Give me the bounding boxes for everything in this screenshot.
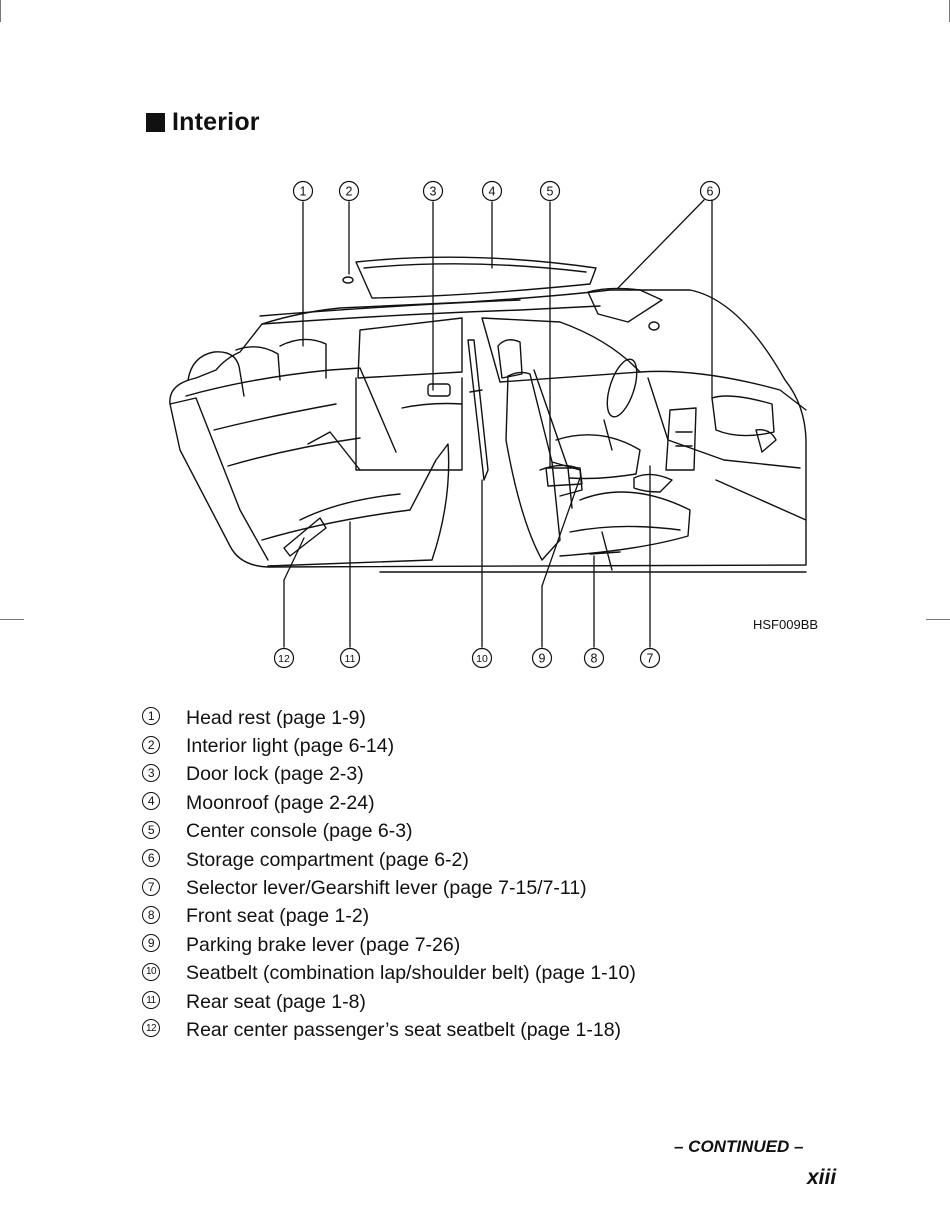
legend-item: 3 Door lock (page 2-3): [142, 761, 636, 789]
callout-circle: [639, 647, 661, 669]
callout-circle: [583, 647, 605, 669]
callout-label: 7: [647, 652, 654, 666]
storage-compartment-shape: [711, 395, 775, 437]
interior-light-shape: [342, 276, 354, 284]
legend-text: Interior light (page 6-14): [186, 735, 395, 758]
callout-leader-lines: [283, 199, 713, 648]
legend-item: 2 Interior light (page 6-14): [142, 732, 636, 760]
legend-number: 3: [142, 763, 160, 782]
rear-seat-shape: [169, 338, 450, 567]
legend-number: 11: [142, 991, 160, 1010]
legend-number: 4: [142, 792, 160, 811]
legend-item: 7 Selector lever/Gearshift lever (page 7-…: [142, 874, 636, 902]
legend-number: 12: [142, 1019, 160, 1038]
callout-label: 11: [345, 653, 356, 665]
section-heading: Interior: [146, 108, 260, 137]
crop-mark-mid-right: [926, 619, 950, 620]
page-number: xiii: [807, 1166, 837, 1189]
crop-mark-mid-left: [0, 619, 24, 620]
callout-circle: [531, 647, 553, 669]
legend-number: 2: [142, 735, 160, 754]
continued-label: – CONTINUED –: [674, 1137, 804, 1156]
legend-number: 1: [142, 707, 160, 726]
callout-circle: [699, 180, 721, 202]
legend-text: Storage compartment (page 6-2): [186, 848, 469, 871]
crop-mark-top-left: [0, 0, 1, 22]
callout-label: 8: [591, 652, 598, 666]
legend-item: 1 Head rest (page 1-9): [142, 704, 636, 732]
callout-circle: [292, 180, 314, 202]
legend-item: 4 Moonroof (page 2-24): [142, 789, 636, 817]
section-title: Interior: [172, 108, 260, 136]
legend-number: 8: [142, 905, 160, 924]
legend-text: Head rest (page 1-9): [186, 706, 366, 729]
callout-circle: [339, 647, 361, 669]
moonroof-panel: [342, 256, 597, 299]
legend-item: 6 Storage compartment (page 6-2): [142, 846, 636, 874]
legend-text: Selector lever/Gearshift lever (page 7-1…: [186, 877, 587, 900]
interior-diagram: 1 2 3 4 5 6 7 8 9 10 11 12: [169, 180, 807, 669]
legend-list: 1 Head rest (page 1-9) 2 Interior light (p…: [142, 704, 636, 1045]
callout-label: 2: [346, 185, 353, 199]
legend-text: Seatbelt (combination lap/shoulder belt)…: [186, 962, 636, 985]
front-seat-shape: [497, 339, 691, 561]
callout-label: 12: [278, 653, 290, 665]
callout-label: 1: [300, 185, 307, 199]
callout-label: 6: [707, 185, 714, 199]
legend-text: Moonroof (page 2-24): [186, 791, 375, 814]
legend-number: 7: [142, 877, 160, 896]
center-console-shape: [545, 467, 583, 487]
callout-label: 10: [476, 653, 488, 665]
legend-item: 8 Front seat (page 1-2): [142, 903, 636, 931]
side-windows: [355, 317, 641, 471]
callout-circle: [471, 647, 493, 669]
door-lock-shape: [427, 383, 451, 397]
legend-number: 10: [142, 962, 160, 981]
legend-text: Door lock (page 2-3): [186, 763, 364, 786]
callout-circle: [539, 180, 561, 202]
callout-circle: [422, 180, 444, 202]
legend-text: Rear center passenger’s seat seatbelt (p…: [186, 1018, 622, 1041]
legend-text: Center console (page 6-3): [186, 820, 413, 843]
legend-item: 12 Rear center passenger’s seat seatbelt …: [142, 1016, 636, 1044]
legend-number: 9: [142, 934, 160, 953]
callout-label: 4: [489, 185, 496, 199]
callout-circle: [481, 180, 503, 202]
dashboard-shape: [587, 287, 807, 521]
legend-text: Parking brake lever (page 7-26): [186, 933, 461, 956]
car-body-outline: [169, 289, 807, 573]
legend-number: 5: [142, 820, 160, 839]
legend-text: Front seat (page 1-2): [186, 905, 370, 928]
legend-number: 6: [142, 849, 160, 868]
section-bullet-icon: [146, 113, 165, 132]
legend-item: 5 Center console (page 6-3): [142, 818, 636, 846]
seatbelt-shape: [467, 339, 489, 481]
callout-label: 5: [547, 185, 554, 199]
callout-numbers: [273, 180, 721, 669]
legend-item: 10 Seatbelt (combination lap/shoulder bel…: [142, 960, 636, 988]
callout-label: 9: [539, 652, 546, 666]
callout-circle: [338, 180, 360, 202]
legend-item: 11 Rear seat (page 1-8): [142, 988, 636, 1016]
seat-adjuster-shape: [589, 531, 621, 571]
steering-wheel-shape: [606, 358, 638, 418]
figure-code: HSF009BB: [753, 617, 819, 632]
callout-label: 3: [430, 185, 437, 199]
legend-item: 9 Parking brake lever (page 7-26): [142, 931, 636, 959]
callout-circle: [273, 647, 295, 669]
overhead-console-shape: [587, 287, 663, 323]
legend-text: Rear seat (page 1-8): [186, 990, 366, 1013]
